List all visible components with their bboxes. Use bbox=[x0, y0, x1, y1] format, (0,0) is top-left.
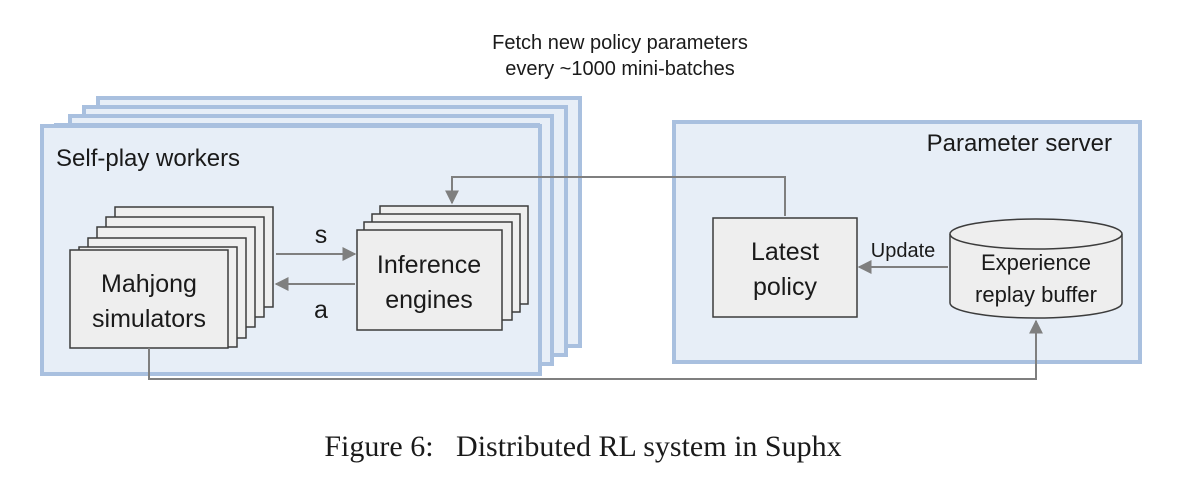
buffer-cylinder bbox=[949, 218, 1123, 319]
fetch-note-line2: every ~1000 mini-batches bbox=[505, 58, 735, 80]
buffer-top bbox=[949, 218, 1123, 250]
state-label: s bbox=[315, 221, 328, 249]
figure-caption: Figure 6: Distributed RL system in Suphx bbox=[324, 430, 841, 463]
policy-label-line1: Latest bbox=[751, 238, 819, 266]
engines-label-line2: engines bbox=[385, 286, 473, 314]
policy-box bbox=[712, 217, 858, 318]
engine-box bbox=[356, 229, 503, 331]
engines-stack bbox=[356, 205, 529, 331]
update-label: Update bbox=[871, 240, 936, 262]
buffer-label-line2: replay buffer bbox=[975, 282, 1097, 307]
simulator-box bbox=[69, 249, 229, 349]
fetch-note-line1: Fetch new policy parameters bbox=[492, 32, 748, 54]
experience-arrow bbox=[148, 319, 1043, 380]
policy-label-line2: policy bbox=[753, 273, 817, 301]
buffer-body bbox=[949, 234, 1123, 319]
server-title: Parameter server bbox=[927, 130, 1112, 157]
engines-label-line1: Inference bbox=[377, 251, 481, 279]
simulators-label-line2: simulators bbox=[92, 305, 206, 333]
fetch-arrow bbox=[445, 176, 786, 216]
action-label: a bbox=[314, 296, 328, 324]
workers-title: Self-play workers bbox=[56, 145, 240, 172]
simulators-stack bbox=[69, 206, 274, 349]
simulators-label-line1: Mahjong bbox=[101, 270, 197, 298]
buffer-label-line1: Experience bbox=[981, 250, 1091, 275]
